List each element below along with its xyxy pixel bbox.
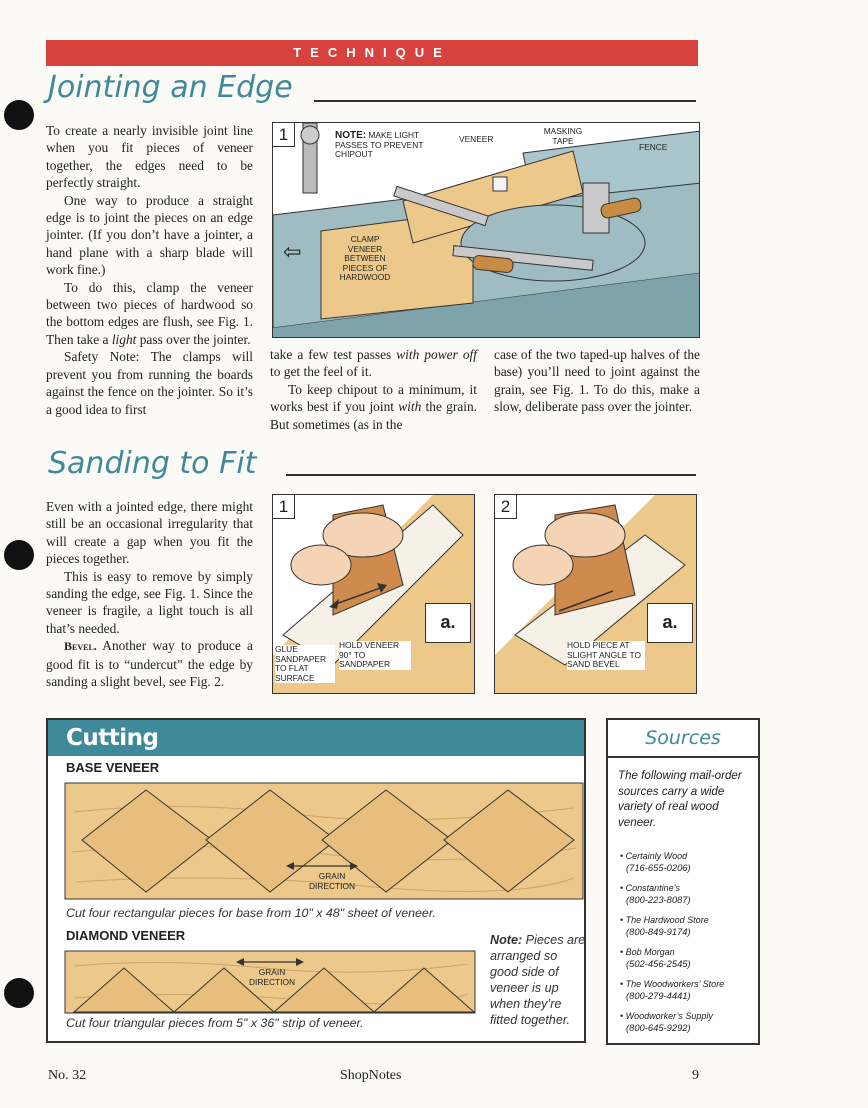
footer-issue: No. 32 bbox=[48, 1068, 87, 1083]
jointing-column-1: To create a nearly invisible joint line … bbox=[46, 122, 253, 418]
sanding-title-rule bbox=[286, 474, 696, 476]
base-caption: Cut four rectangular pieces for base fro… bbox=[66, 906, 436, 920]
paragraph: To create a nearly invisible joint line … bbox=[46, 123, 253, 191]
base-grain-direction-label: GRAIN DIRECTION bbox=[308, 871, 356, 891]
cutting-note: Note: Pieces are arranged so good side o… bbox=[490, 933, 586, 1027]
list-item: • Woodworker’s Supply(800-645-9292) bbox=[620, 1011, 713, 1033]
list-item: • Constantine’s(800-223-8087) bbox=[620, 883, 691, 905]
sanding-column: Even with a jointed edge, there might st… bbox=[46, 498, 253, 690]
list-item: • The Woodworkers’ Store(800-279-4441) bbox=[620, 979, 725, 1001]
paragraph: Bevel. Another way to produce a good fit… bbox=[46, 638, 253, 690]
footer-page-number: 9 bbox=[692, 1068, 699, 1083]
jointing-column-3: case of the two taped-up halves of the b… bbox=[494, 346, 700, 416]
hold-piece-label: HOLD PIECE AT SLIGHT ANGLE TO SAND BEVEL bbox=[567, 640, 645, 670]
sanding-title: Sanding to Fit bbox=[48, 446, 257, 481]
fig-note-label: NOTE: MAKE LIGHT PASSES TO PREVENT CHIPO… bbox=[335, 130, 424, 160]
sources-box: Sources The following mail-order sources… bbox=[606, 718, 760, 1045]
list-item: • Bob Morgan(502-456-2545) bbox=[620, 947, 691, 969]
section-label-bar: TECHNIQUE bbox=[46, 40, 698, 66]
base-veneer-label: BASE VENEER bbox=[66, 760, 160, 775]
jointer-illustration bbox=[273, 123, 699, 337]
figure-number: 1 bbox=[273, 495, 295, 519]
binder-hole-middle bbox=[4, 540, 34, 570]
paragraph: One way to produce a straight edge is to… bbox=[46, 192, 253, 278]
sanding-illustration-1 bbox=[273, 495, 474, 693]
fence-label: FENCE bbox=[639, 142, 668, 152]
paragraph: To do this, clamp the veneer between two… bbox=[46, 279, 253, 347]
jointing-title-rule bbox=[314, 100, 696, 102]
paragraph: Even with a jointed edge, there might st… bbox=[46, 499, 253, 567]
diamond-veneer-label: DIAMOND VENEER bbox=[66, 928, 186, 943]
cutting-diagram-box: Cutting Diagram BASE VENEER GRAIN DIRECT… bbox=[46, 718, 586, 1043]
jointer-figure: 1 NOTE: MAKE LIGHT PASSES TO PREVENT CHI… bbox=[272, 122, 700, 338]
paragraph: To keep chipout to a minimum, it works b… bbox=[270, 381, 477, 432]
jointing-title: Jointing an Edge bbox=[48, 70, 293, 105]
feed-direction-arrow: ⇦ bbox=[283, 239, 302, 264]
list-item: • The Hardwood Store(800-849-9174) bbox=[620, 915, 709, 937]
list-item: • Certainly Wood(716-655-0206) bbox=[620, 851, 691, 873]
footer-magazine: ShopNotes bbox=[340, 1068, 402, 1083]
clamp-veneer-label: CLAMP VENEER BETWEEN PIECES OF HARDWOOD bbox=[339, 234, 391, 283]
masking-tape-label: MASKING TAPE bbox=[543, 126, 583, 146]
sanding-figure-1: 1 a. GLUE SANDPAPER TO FLAT SURFACE HOLD… bbox=[272, 494, 475, 694]
cutting-diagram-title: Cutting Diagram bbox=[48, 720, 252, 787]
paragraph: case of the two taped-up halves of the b… bbox=[494, 347, 700, 415]
detail-a-label: a. bbox=[425, 603, 471, 643]
sanding-figure-2: 2 a. HOLD PIECE AT SLIGHT ANGLE TO SAND … bbox=[494, 494, 697, 694]
paragraph: This is easy to remove by simply sanding… bbox=[46, 568, 253, 636]
paragraph: take a few test passes with power off to… bbox=[270, 347, 477, 380]
jointing-column-2: take a few test passes with power off to… bbox=[270, 346, 477, 433]
sources-intro: The following mail-order sources carry a… bbox=[618, 769, 742, 829]
figure-number: 2 bbox=[495, 495, 517, 519]
sanding-illustration-2 bbox=[495, 495, 696, 693]
paragraph: Safety Note: The clamps will prevent you… bbox=[46, 349, 253, 417]
figure-number: 1 bbox=[273, 123, 295, 147]
glue-sandpaper-label: GLUE SANDPAPER TO FLAT SURFACE bbox=[275, 644, 335, 684]
diamond-grain-direction-label: GRAIN DIRECTION bbox=[248, 967, 296, 987]
detail-a-label: a. bbox=[647, 603, 693, 643]
base-veneer-sheet bbox=[64, 782, 584, 900]
diamond-veneer-strip bbox=[64, 950, 476, 1014]
binder-hole-top bbox=[4, 100, 34, 130]
sources-list: • Certainly Wood(716-655-0206) • Constan… bbox=[620, 850, 758, 1042]
diamond-caption: Cut four triangular pieces from 5" x 36"… bbox=[66, 1016, 364, 1030]
hold-veneer-label: HOLD VENEER 90° TO SANDPAPER bbox=[339, 640, 411, 670]
veneer-label: VENEER bbox=[459, 134, 494, 144]
binder-hole-bottom bbox=[4, 978, 34, 1008]
sources-title: Sources bbox=[608, 720, 758, 758]
